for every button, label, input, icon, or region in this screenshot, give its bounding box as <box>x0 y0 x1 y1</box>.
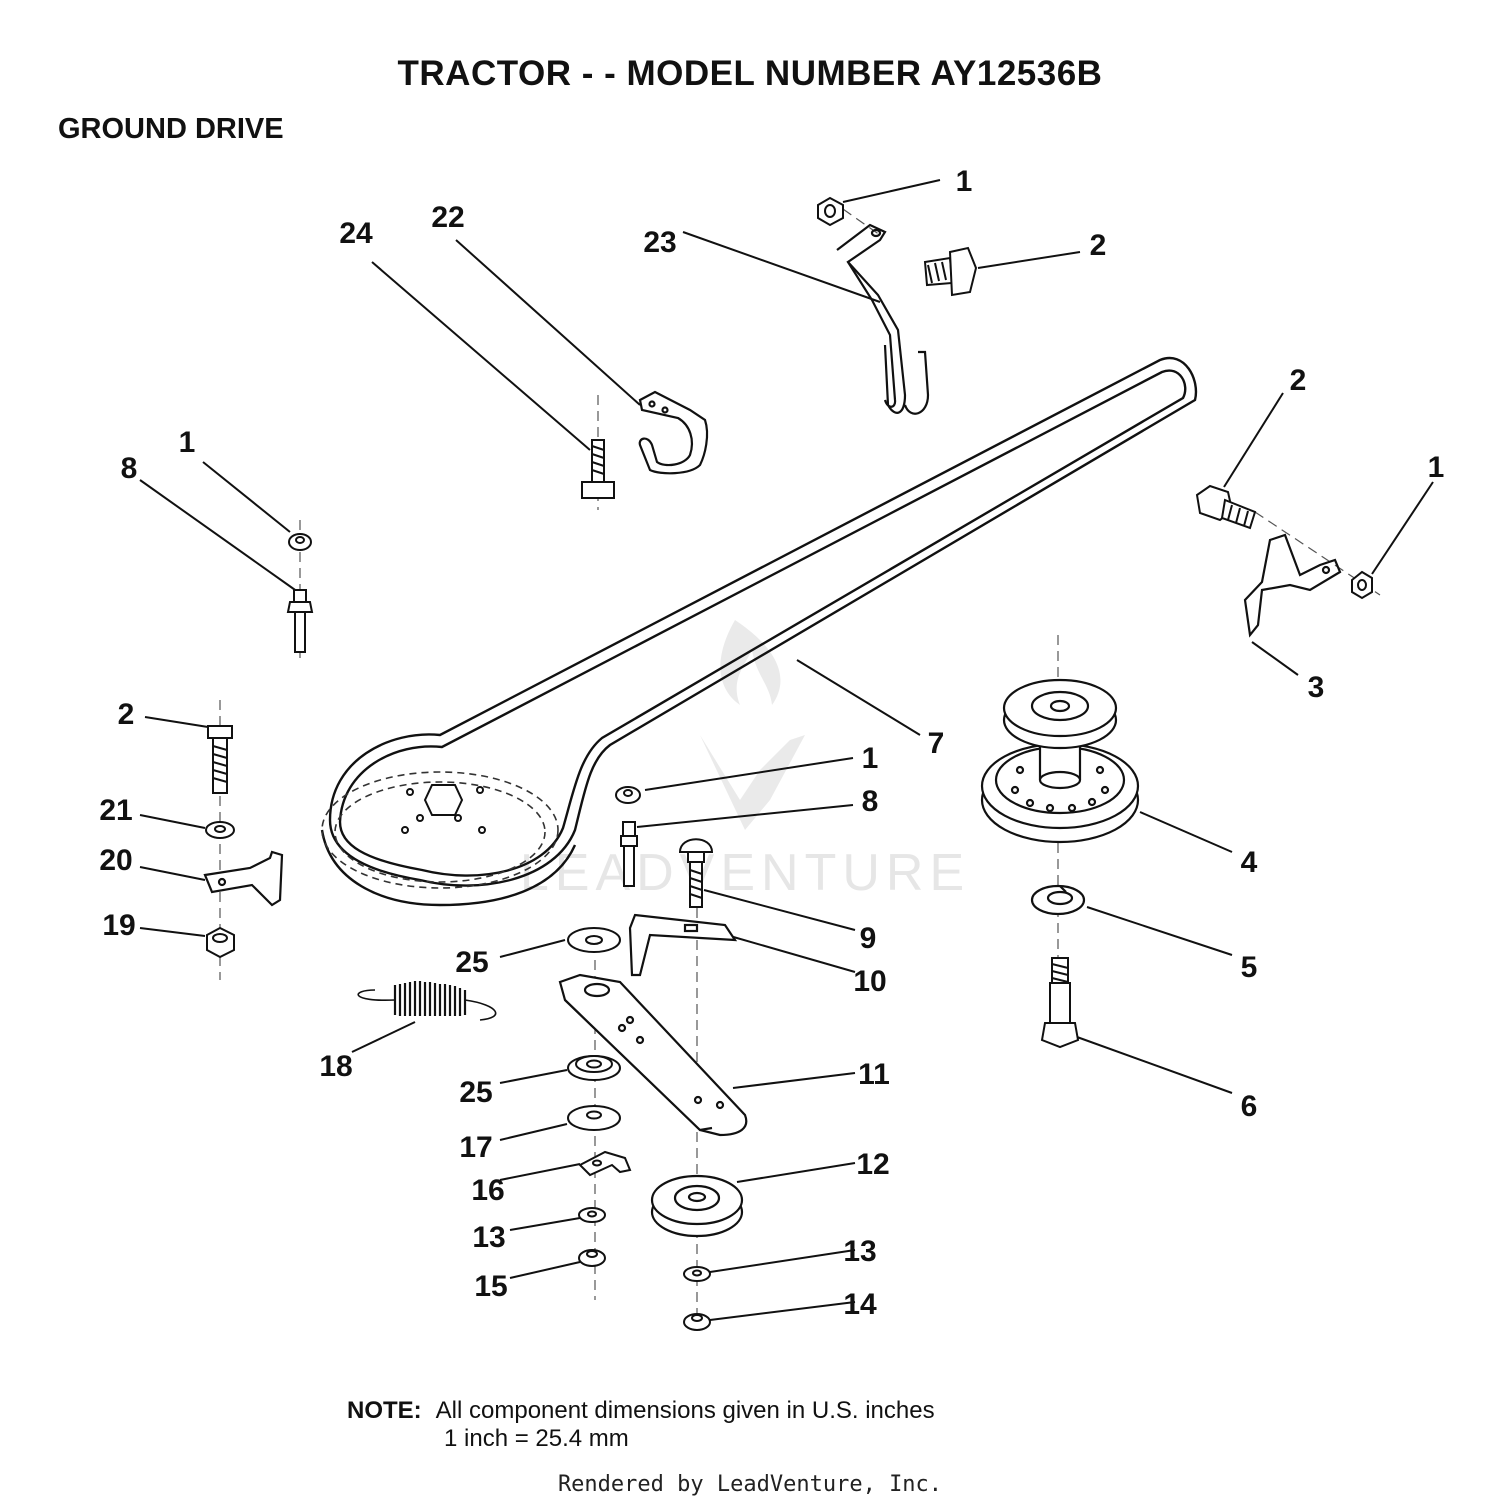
idler-pulley-12 <box>650 1174 744 1238</box>
callout-20: 20 <box>99 844 132 877</box>
idler-arm-11 <box>558 973 748 1137</box>
bracket-20 <box>203 850 284 907</box>
callout-8: 8 <box>862 785 879 818</box>
lock-washer-5 <box>1030 884 1086 916</box>
belt-guide-23 <box>836 223 930 415</box>
clip-16 <box>578 1150 632 1177</box>
leader-lines <box>139 179 1434 1321</box>
callout-19: 19 <box>102 909 135 942</box>
drive-belt-7 <box>320 356 1198 907</box>
watermark: LEADVENTURE <box>520 620 970 902</box>
washer-13-left <box>578 1207 606 1223</box>
center-lines <box>219 199 1381 1330</box>
callout-2: 2 <box>118 698 135 731</box>
callout-6: 6 <box>1241 1090 1258 1123</box>
callout-1: 1 <box>956 165 973 198</box>
hex-nut-1-center <box>615 786 641 804</box>
callout-25: 25 <box>455 946 488 979</box>
callout-23: 23 <box>643 226 676 259</box>
section-title: GROUND DRIVE <box>58 113 284 145</box>
screw-24 <box>581 439 615 499</box>
callout-7: 7 <box>928 727 945 760</box>
hex-bolt-2-left <box>207 725 233 794</box>
shoulder-bolt-6 <box>1040 957 1080 1049</box>
callout-1: 1 <box>862 742 879 775</box>
callout-18: 18 <box>319 1050 352 1083</box>
hex-nut-1-top <box>817 196 844 227</box>
callout-13: 13 <box>843 1235 876 1268</box>
double-pulley-4 <box>980 678 1140 844</box>
locknut-19 <box>206 926 235 959</box>
callout-11: 11 <box>858 1058 890 1091</box>
note-line-2: 1 inch = 25.4 mm <box>444 1425 629 1452</box>
callout-22: 22 <box>431 201 464 234</box>
callout-labels: 1 23 2 24 22 2 1 8 1 3 7 2 1 8 4 21 20 1… <box>99 165 1444 1321</box>
tension-spring-18 <box>357 981 497 1021</box>
washer-21 <box>205 821 235 839</box>
hex-bolt-2-right <box>1195 484 1257 530</box>
callout-8: 8 <box>121 452 138 485</box>
hex-bolt-2-top <box>923 246 978 297</box>
stud-8-center <box>620 821 638 887</box>
callout-12: 12 <box>856 1148 889 1181</box>
hex-nut-1-left <box>288 533 312 551</box>
hex-nut-1-right <box>1351 570 1373 600</box>
callout-15: 15 <box>474 1270 507 1303</box>
callout-3: 3 <box>1308 671 1325 704</box>
page-title: TRACTOR - - MODEL NUMBER AY12536B <box>397 54 1103 93</box>
bracket-10 <box>628 913 738 977</box>
note-line-1: All component dimensions given in U.S. i… <box>435 1397 935 1424</box>
hex-nut-15 <box>578 1249 606 1267</box>
callout-24: 24 <box>339 217 373 250</box>
callout-10: 10 <box>853 965 886 998</box>
belt-guide-22 <box>638 390 709 475</box>
drive-pulley-hub <box>401 784 486 834</box>
callout-2: 2 <box>1090 229 1107 262</box>
callout-14: 14 <box>843 1288 877 1321</box>
bushing-25-top <box>567 927 621 953</box>
hex-nut-14 <box>683 1313 711 1331</box>
callout-2: 2 <box>1290 364 1307 397</box>
belt-guide-3 <box>1243 533 1342 638</box>
footer-credit: Rendered by LeadVenture, Inc. <box>557 1472 943 1497</box>
callout-25: 25 <box>459 1076 492 1109</box>
washer-13-right <box>683 1266 711 1282</box>
callout-9: 9 <box>860 922 877 955</box>
carriage-bolt-9 <box>678 838 714 908</box>
drive-pulley-hidden <box>321 771 559 889</box>
note-label: NOTE: <box>347 1397 422 1424</box>
stud-8-left <box>286 589 314 653</box>
washer-17 <box>567 1105 621 1131</box>
dimension-note: NOTE: All component dimensions given in U… <box>347 1397 935 1453</box>
callout-21: 21 <box>99 794 132 827</box>
callout-1: 1 <box>179 426 196 459</box>
callout-4: 4 <box>1241 846 1258 879</box>
callout-13: 13 <box>472 1221 505 1254</box>
callout-1: 1 <box>1428 451 1445 484</box>
callout-5: 5 <box>1241 951 1258 984</box>
callout-17: 17 <box>459 1131 492 1164</box>
bushing-25-bottom <box>567 1055 621 1081</box>
watermark-text: LEADVENTURE <box>520 844 970 902</box>
callout-16: 16 <box>471 1174 504 1207</box>
